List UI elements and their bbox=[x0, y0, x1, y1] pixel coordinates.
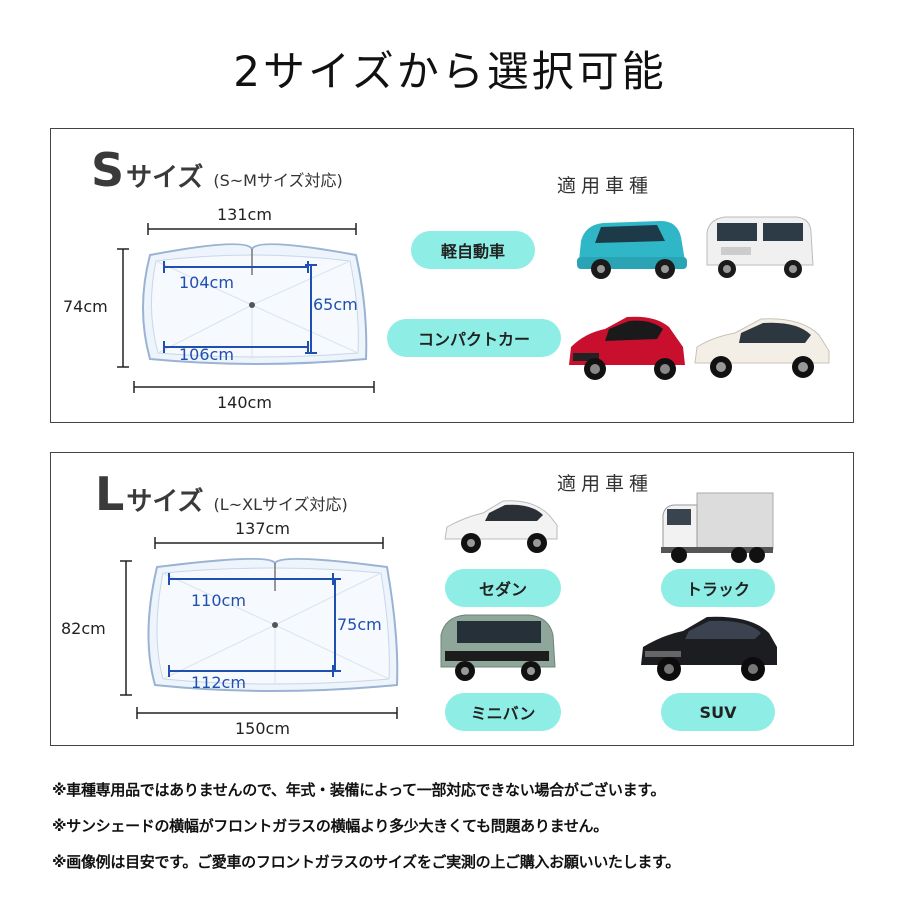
size-note: (S~Mサイズ対応) bbox=[213, 171, 343, 190]
compact-car-white-image bbox=[694, 318, 830, 378]
size-word: サイズ bbox=[126, 163, 204, 193]
category-pill-minivan: ミニバン bbox=[445, 693, 561, 731]
applicable-cars-heading: 適用車種 bbox=[557, 473, 654, 495]
compact-car-red-image bbox=[569, 316, 685, 380]
dim-bottom-inner: 106cm bbox=[179, 345, 234, 364]
dim-top-outer: 131cm bbox=[217, 205, 272, 224]
category-pill-kei: 軽自動車 bbox=[411, 231, 535, 269]
kei-car-white-image bbox=[706, 216, 814, 278]
size-letter: L bbox=[95, 467, 125, 521]
kei-car-blue-image bbox=[577, 221, 687, 279]
sedan-car-image bbox=[444, 500, 558, 553]
dim-bottom-outer: 150cm bbox=[235, 719, 290, 738]
suv-car-image bbox=[641, 616, 777, 681]
category-pill-suv: SUV bbox=[661, 693, 775, 731]
l-size-panel: L サイズ (L~XLサイズ対応) 適用車種 bbox=[50, 452, 854, 746]
sunshade-diagram-l bbox=[120, 537, 399, 719]
dim-bottom-outer: 140cm bbox=[217, 393, 272, 412]
notes-list: ※車種専用品ではありませんので、年式・装備によって一部対応できない場合がございま… bbox=[52, 776, 680, 884]
minivan-car-image bbox=[440, 614, 556, 681]
s-size-panel: S サイズ (S~Mサイズ対応) 適用車種 bbox=[50, 128, 854, 423]
size-word: サイズ bbox=[126, 487, 204, 517]
s-size-heading: S サイズ (S~Mサイズ対応) bbox=[91, 143, 343, 197]
dim-top-inner: 110cm bbox=[191, 591, 246, 610]
dim-top-inner: 104cm bbox=[179, 273, 234, 292]
dim-side-outer: 74cm bbox=[63, 297, 108, 316]
page-title: 2サイズから選択可能 bbox=[233, 47, 667, 96]
applicable-cars-heading: 適用車種 bbox=[557, 175, 654, 197]
category-pill-truck: トラック bbox=[661, 569, 775, 607]
dim-side-inner: 65cm bbox=[313, 295, 358, 314]
l-size-heading: L サイズ (L~XLサイズ対応) bbox=[95, 467, 348, 521]
truck-image bbox=[661, 492, 774, 563]
category-pill-compact: コンパクトカー bbox=[387, 319, 561, 357]
sunshade-diagram-s bbox=[117, 223, 375, 393]
dim-bottom-inner: 112cm bbox=[191, 673, 246, 692]
size-letter: S bbox=[91, 143, 125, 197]
note-line: ※画像例は目安です。ご愛車のフロントガラスのサイズをご実測の上ご購入お願いいたし… bbox=[52, 853, 680, 871]
size-note: (L~XLサイズ対応) bbox=[213, 495, 348, 514]
dim-side-inner: 75cm bbox=[337, 615, 382, 634]
dim-side-outer: 82cm bbox=[61, 619, 106, 638]
note-line: ※サンシェードの横幅がフロントガラスの横幅より多少大きくても問題ありません。 bbox=[52, 817, 608, 835]
note-line: ※車種専用品ではありませんので、年式・装備によって一部対応できない場合がございま… bbox=[52, 781, 666, 799]
category-pill-sedan: セダン bbox=[445, 569, 561, 607]
dim-top-outer: 137cm bbox=[235, 519, 290, 538]
